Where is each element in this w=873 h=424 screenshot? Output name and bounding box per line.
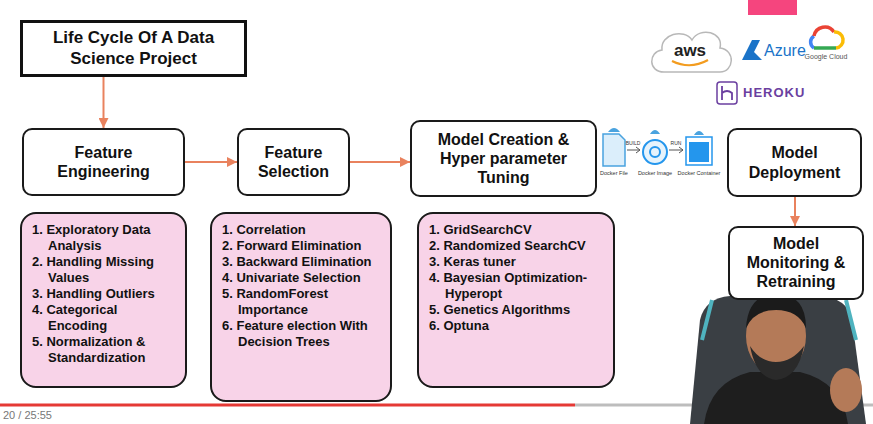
icon-caption: Docker Image [638, 170, 672, 176]
process-box: Feature Engineering [22, 128, 185, 196]
person-beard [750, 346, 804, 380]
box-text: Model Deployment [737, 143, 852, 181]
docker-file-icon [608, 128, 620, 132]
process-box: Model Deployment [727, 128, 862, 197]
flow-arrow [350, 161, 410, 163]
azure-logo [742, 40, 762, 60]
build-arrow [627, 147, 640, 153]
docker-file-icon [603, 134, 625, 166]
person-hand [830, 368, 862, 412]
list-box: 1. GridSearchCV2. Randomized SearchCV3. … [417, 212, 615, 388]
arrow-label: BUILD [626, 141, 641, 147]
list-item: 5. Normalization & Standardization [32, 334, 177, 366]
list-item: 3. Keras tuner [429, 254, 605, 270]
heroku-logo [722, 86, 732, 100]
icon-caption: Docker Container [678, 170, 721, 176]
title-box: Life Cycle Of A Data Science Project [20, 20, 247, 77]
process-box: Model Creation & Hyper parameter Tuning [410, 120, 597, 197]
list-item: 2. Randomized SearchCV [429, 238, 605, 254]
run-arrow [669, 147, 683, 153]
logo-text: Google Cloud [805, 53, 848, 61]
list-item: 1. Correlation [222, 222, 382, 238]
list-item: 6. Feature election With Decision Trees [222, 318, 382, 350]
list-item: 2. Forward Elimination [222, 238, 382, 254]
list-box: 1. Correlation2. Forward Elimination3. B… [210, 212, 392, 402]
logo-text: aws [674, 42, 706, 61]
arrow-label: RUN [671, 141, 682, 147]
list-item: 4. Bayesian Optimization-Hyperopt [429, 270, 605, 302]
google-cloud-logo [814, 46, 836, 50]
heroku-logo [717, 82, 737, 104]
list-item: 3. Backward Elimination [222, 254, 382, 270]
docker-image-icon [650, 147, 660, 157]
process-box: Model Monitoring & Retraining [728, 226, 864, 300]
flow-arrow [103, 77, 105, 129]
list-item: 6. Optuna [429, 318, 605, 334]
video-time: 20 / 25:55 [3, 409, 52, 421]
icon-caption: Docker File [600, 170, 628, 176]
box-text: Model Monitoring & Retraining [738, 234, 854, 292]
flow-arrow [185, 161, 237, 163]
google-cloud-logo [814, 27, 834, 36]
list-item: 1. Exploratory Data Analysis [32, 222, 177, 254]
logo-text: HEROKU [743, 86, 805, 100]
process-box: Feature Selection [237, 128, 350, 196]
docker-container-icon [689, 142, 709, 162]
title-text: Life Cycle Of A Data Science Project [31, 27, 236, 70]
logo-text: Azure [764, 42, 806, 60]
list-item: 2. Handling Missing Values [32, 254, 177, 286]
box-text: Feature Selection [247, 143, 340, 181]
list-item: 3. Handling Outliers [32, 286, 177, 302]
video-progress [0, 404, 575, 407]
list-box: 1. Exploratory Data Analysis2. Handling … [20, 212, 187, 388]
list-item: 1. GridSearchCV [429, 222, 605, 238]
docker-image-icon [650, 130, 660, 134]
aws-cloud [652, 32, 732, 72]
google-cloud-logo [834, 32, 843, 48]
docker-image-icon [643, 140, 667, 164]
docker-container-icon [686, 137, 712, 165]
docker-container-icon [694, 131, 704, 135]
list-item: 4. Categorical Encoding [32, 302, 177, 334]
list-item: 5. RandomForest Importance [222, 286, 382, 318]
list-item: 5. Genetics Algorithms [429, 302, 605, 318]
chair [690, 296, 866, 424]
google-cloud-logo [811, 36, 814, 48]
aws-smile [672, 60, 708, 65]
box-text: Model Creation & Hyper parameter Tuning [420, 130, 587, 188]
flow-arrow [794, 197, 796, 226]
pink-tag [748, 0, 797, 15]
list-item: 4. Univariate Selection [222, 270, 382, 286]
box-text: Feature Engineering [32, 143, 175, 181]
